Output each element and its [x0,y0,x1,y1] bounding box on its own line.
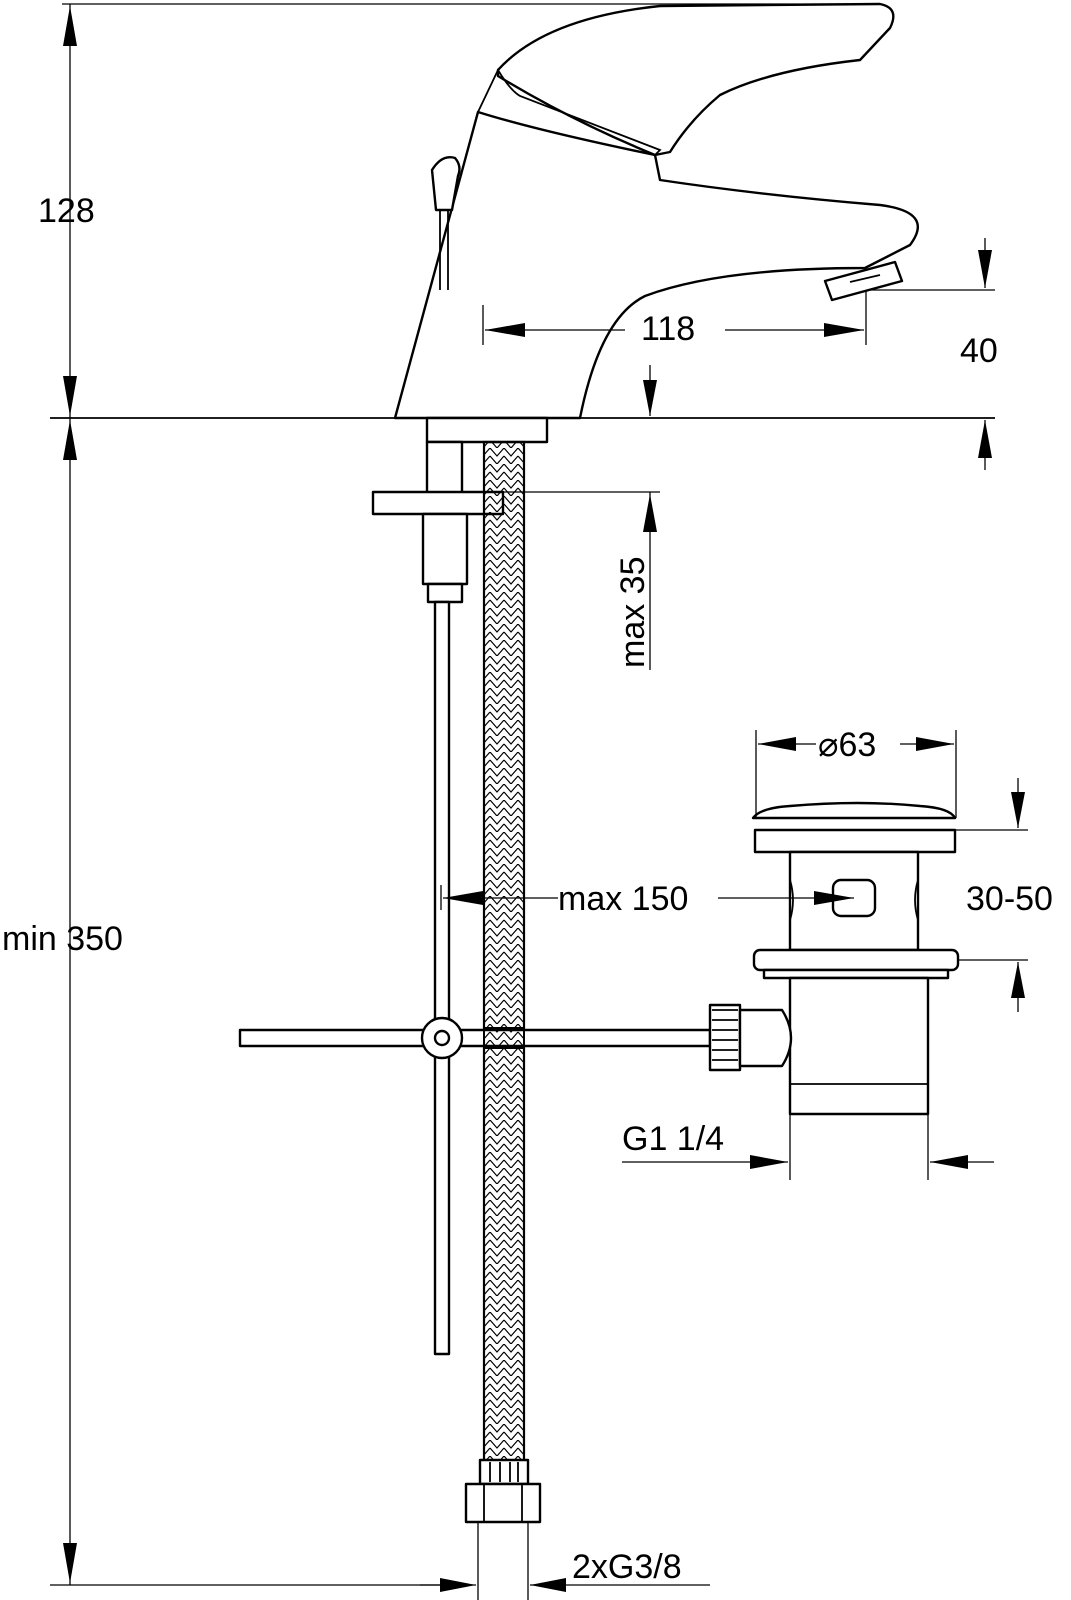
label-overall-height: 128 [38,192,95,230]
label-max-rod-distance: max 150 [558,880,688,918]
aerator [823,260,904,302]
label-spout-reach: 118 [641,310,695,348]
mounting-fixing [371,440,505,604]
horizontal-pull-rod [238,1016,712,1060]
label-min-below-deck: min 350 [2,920,123,958]
label-waste-basin-thickness: 30-50 [966,880,1053,918]
braided-supply-hose [464,440,542,1524]
dimension-lines [63,4,1028,1600]
label-max-deck-thickness: max 35 [614,557,652,669]
popup-rod-knob [430,156,461,290]
label-spout-height: 40 [960,332,998,370]
label-supply-thread: 2xG3/8 [572,1548,682,1586]
popup-vertical-rod [433,600,451,1356]
mixer-handle [496,2,895,157]
dimension-labels: 128 118 40 min 350 max 35 max 150 ⌀63 30… [2,192,1053,1586]
waste-valve [708,801,960,1116]
label-waste-diameter: ⌀63 [818,726,876,764]
label-waste-thread: G1 1/4 [622,1120,724,1158]
faucet-body [393,2,919,444]
reference-lines [50,3,995,1586]
